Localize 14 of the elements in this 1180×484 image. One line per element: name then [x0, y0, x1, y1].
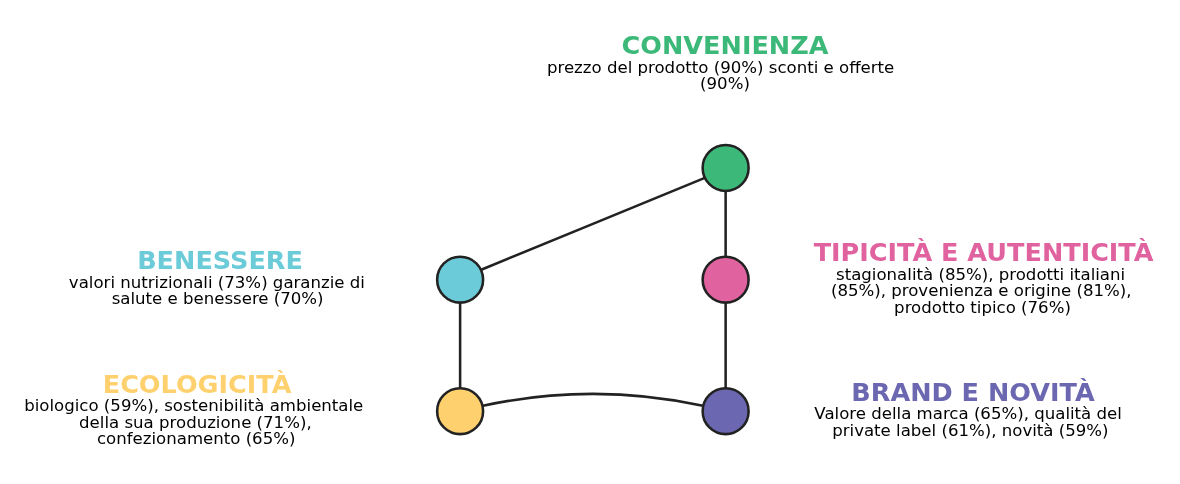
node-label: BRAND E NOVITÀ — [851, 376, 1095, 407]
connector — [724, 191, 727, 257]
node-label: ECOLOGICITÀ — [102, 368, 292, 399]
node-circle — [701, 143, 750, 193]
node-circle — [701, 255, 750, 304]
node-circle — [435, 255, 485, 304]
connector — [724, 302, 727, 388]
node-circle — [701, 386, 750, 436]
node-label: biologico (59%), sostenibilità ambientale della sua produzione (71%), confezionamento (65%) — [24, 396, 364, 449]
node-label: Valore della marca (65%), qualità del private label (61%), novità (59%) — [814, 404, 1122, 440]
connector — [482, 392, 704, 407]
node-circle — [435, 386, 485, 436]
connector — [458, 302, 462, 388]
connector — [480, 176, 706, 271]
